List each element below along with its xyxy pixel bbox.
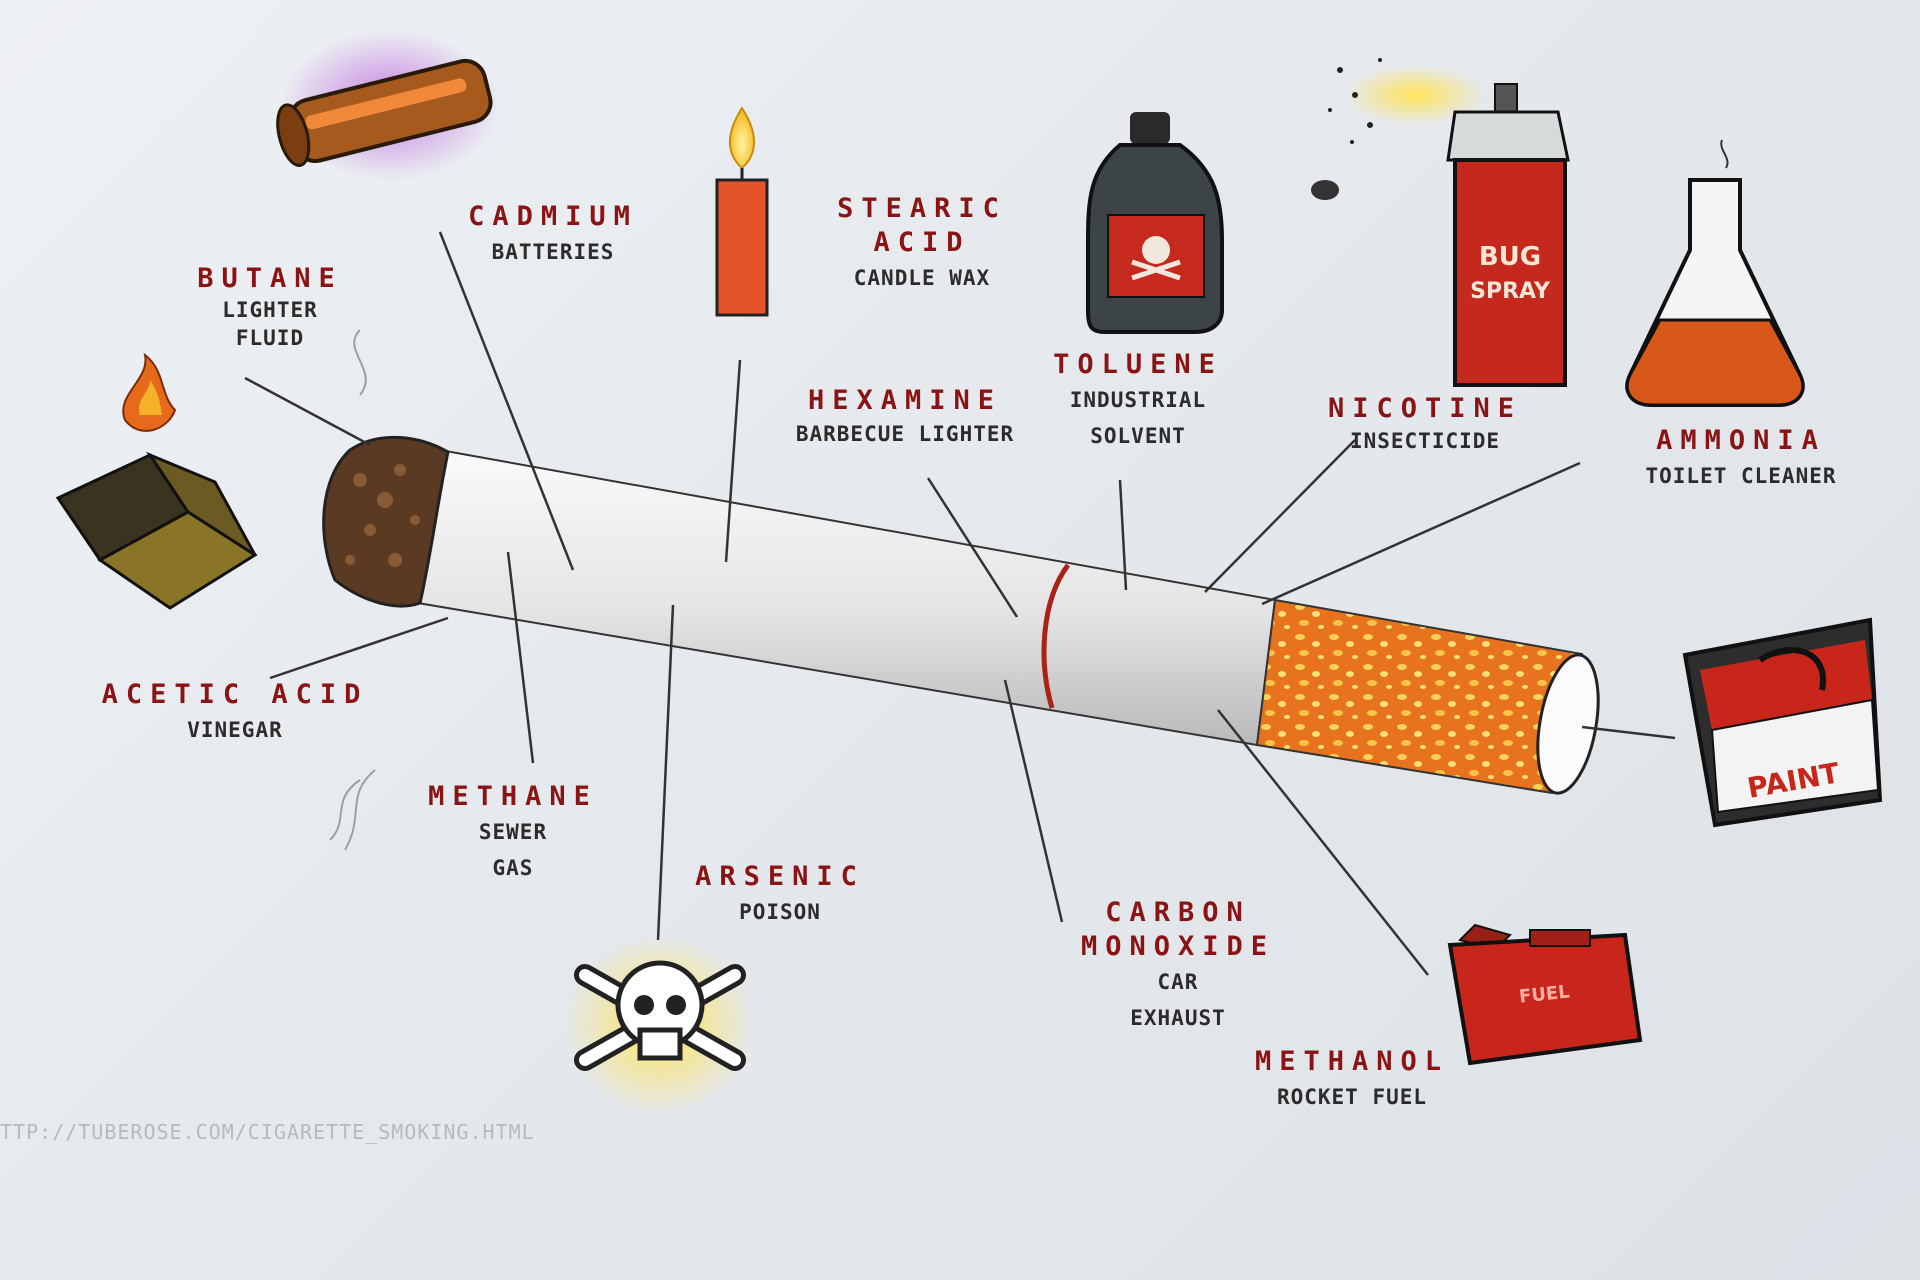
leader-lines — [244, 231, 1676, 976]
leader-arsenic — [656, 604, 675, 941]
cadmium-name: CADMIUM — [468, 201, 638, 232]
nicotine-use: INSECTICIDE — [1349, 429, 1501, 453]
methane-use-1: SEWER — [478, 820, 548, 844]
label-acetic-acid: ACETIC ACID VINEGAR — [102, 678, 369, 748]
leader-cadmium — [438, 231, 575, 571]
methane-use-2: GAS — [492, 856, 534, 880]
cigarette-filter — [1255, 598, 1584, 795]
cigarette-paper — [416, 448, 1277, 747]
smoke-wisps — [329, 329, 376, 851]
acetic-use: VINEGAR — [187, 718, 283, 742]
poison-bottle-icon — [1086, 112, 1224, 334]
stearic-name-2: ACID — [873, 227, 971, 258]
label-butane: BUTANE LIGHTER FLUID — [197, 262, 343, 352]
leader-methane — [506, 551, 535, 764]
leader-hexamine — [926, 477, 1019, 618]
acetic-name: ACETIC ACID — [101, 679, 369, 710]
label-ammonia: AMMONIA TOILET CLEANER — [1645, 424, 1836, 494]
label-arsenic: ARSENIC POISON — [695, 860, 865, 930]
stearic-name-1: STEARIC — [837, 193, 1007, 224]
carbon-use-2: EXHAUST — [1130, 1006, 1226, 1030]
label-methanol: METHANOL ROCKET FUEL — [1255, 1045, 1449, 1115]
methane-name: METHANE — [428, 781, 598, 812]
source-url: TTP://TUBEROSE.COM/CIGARETTE_SMOKING.HTM… — [0, 1120, 535, 1144]
nicotine-name: NICOTINE — [1327, 393, 1523, 424]
label-cadmium: CADMIUM BATTERIES — [468, 200, 638, 270]
methanol-name: METHANOL — [1254, 1046, 1450, 1077]
leader-paint — [1581, 725, 1676, 740]
hexamine-use: BARBECUE LIGHTER — [795, 422, 1015, 446]
fuel-can-icon: FUEL — [1447, 923, 1643, 1066]
bug-spray-text-2: SPRAY — [1470, 279, 1551, 304]
leader-carbon — [1003, 679, 1064, 923]
hexamine-name: HEXAMINE — [807, 385, 1003, 416]
leader-ammonia — [1261, 461, 1581, 606]
arsenic-name: ARSENIC — [695, 861, 865, 892]
bug-spray-text-1: BUG — [1479, 242, 1541, 272]
leader-toluene — [1118, 479, 1128, 591]
leader-methanol — [1217, 709, 1429, 976]
cigarette — [322, 435, 1600, 795]
butane-name: BUTANE — [197, 263, 343, 294]
toluene-name: TOLUENE — [1053, 349, 1223, 380]
label-methane: METHANE SEWER GAS — [428, 780, 598, 886]
carbon-name-1: CARBON — [1105, 897, 1251, 928]
bug-spray-icon: BUG SPRAY — [1311, 58, 1570, 387]
label-carbon-monoxide: CARBON MONOXIDE CAR EXHAUST — [1081, 896, 1275, 1036]
toluene-use-1: INDUSTRIAL — [1069, 388, 1207, 412]
battery-icon — [276, 30, 500, 180]
butane-use-2: FLUID — [235, 326, 305, 350]
ammonia-name: AMMONIA — [1656, 425, 1826, 456]
label-hexamine: HEXAMINE BARBECUE LIGHTER — [796, 384, 1014, 450]
carbon-name-2: MONOXIDE — [1080, 931, 1276, 962]
flask-icon — [1625, 139, 1805, 407]
label-stearic-acid: STEARIC ACID CANDLE WAX — [837, 192, 1007, 296]
cigarette-band — [1041, 563, 1071, 709]
cadmium-use: BATTERIES — [491, 240, 615, 264]
candle-icon — [715, 106, 769, 317]
methanol-use: ROCKET FUEL — [1276, 1085, 1428, 1109]
label-nicotine: NICOTINE INSECTICIDE — [1328, 392, 1522, 456]
carbon-use-1: CAR — [1157, 970, 1199, 994]
stearic-use: CANDLE WAX — [853, 266, 991, 290]
lighter-icon — [55, 352, 258, 610]
arsenic-use: POISON — [739, 900, 821, 924]
butane-use-1: LIGHTER — [222, 298, 318, 322]
leader-stearic — [724, 359, 742, 563]
skull-crossbones-icon — [565, 935, 755, 1115]
leader-acetic — [269, 616, 449, 680]
leader-nicotine — [1204, 439, 1356, 593]
ammonia-use: TOILET CLEANER — [1645, 464, 1837, 488]
toluene-use-2: SOLVENT — [1090, 424, 1186, 448]
leader-butane — [244, 376, 371, 447]
label-toluene: TOLUENE INDUSTRIAL SOLVENT — [1053, 348, 1223, 454]
paint-can-icon: PAINT — [1682, 617, 1883, 828]
